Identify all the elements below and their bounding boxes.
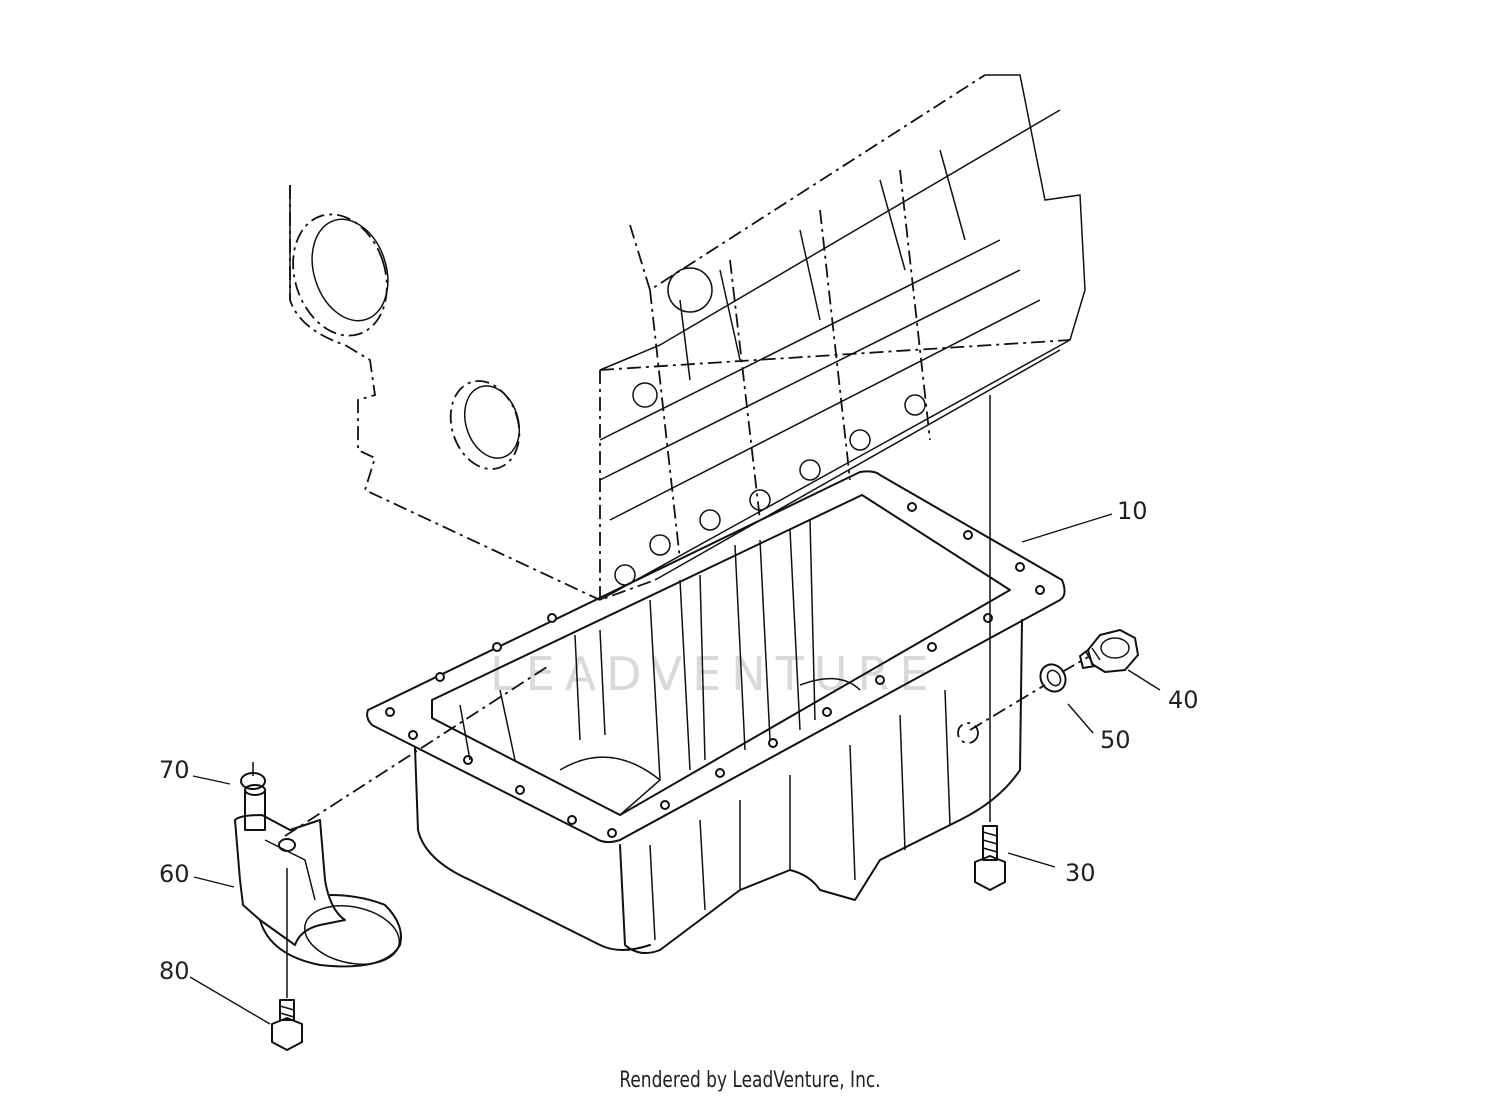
watermark: LEADVENTURE bbox=[490, 647, 939, 701]
oil-pan bbox=[366, 470, 1066, 955]
render-credit: Rendered by LeadVenture, Inc. bbox=[619, 1068, 881, 1093]
callout-40: 40 bbox=[1168, 686, 1199, 714]
strainer-bolt bbox=[271, 868, 303, 1051]
o-ring bbox=[240, 762, 266, 790]
oil-strainer bbox=[234, 784, 402, 968]
pan-bolt bbox=[974, 825, 1006, 891]
callout-70: 70 bbox=[159, 756, 190, 784]
flange-bolt-holes bbox=[385, 502, 1045, 838]
callout-50: 50 bbox=[1100, 726, 1131, 754]
callout-80: 80 bbox=[159, 957, 190, 985]
callout-30: 30 bbox=[1065, 859, 1096, 887]
leader-lines bbox=[189, 513, 1161, 1025]
engine-block-outline bbox=[289, 74, 1086, 602]
drain-plug-washer bbox=[1039, 663, 1067, 693]
drain-plug bbox=[1079, 629, 1139, 673]
callout-60: 60 bbox=[159, 860, 190, 888]
callout-10: 10 bbox=[1117, 497, 1148, 525]
